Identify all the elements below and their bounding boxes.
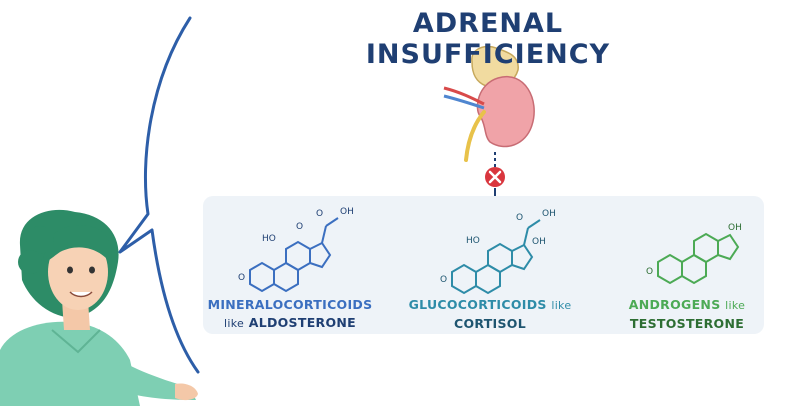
speech-bubble xyxy=(118,16,200,374)
aldosterone-oh-label: OH xyxy=(340,207,354,217)
aldosterone-o-label-2: O xyxy=(296,222,303,232)
cortisol-structure xyxy=(451,219,541,295)
presenter-avatar xyxy=(0,209,198,406)
cortisol-ho-label: HO xyxy=(466,236,480,246)
testosterone-name: TESTOSTERONE xyxy=(629,316,745,331)
adrenal-kidney-illustration xyxy=(443,45,535,162)
aldosterone-o-label-3: O xyxy=(316,209,323,219)
aldosterone-structure xyxy=(249,217,339,293)
like-connector: like xyxy=(224,317,245,330)
diagram-title: ADRENAL INSUFFICIENCY xyxy=(365,8,611,70)
cortisol-name: CORTISOL xyxy=(453,316,527,331)
testosterone-o-label: O xyxy=(646,267,653,277)
testosterone-structure xyxy=(657,232,740,285)
androgens-label: ANDROGENS like TESTOSTERONE xyxy=(612,296,762,333)
aldosterone-line: like ALDOSTERONE xyxy=(205,314,375,333)
aldosterone-o-label: O xyxy=(238,273,245,283)
aldosterone-ho-label: HO xyxy=(262,234,276,244)
like-connector: like xyxy=(551,299,572,312)
aldosterone-name: ALDOSTERONE xyxy=(248,315,356,330)
cortisol-oh-label: OH xyxy=(542,209,556,219)
testosterone-oh-label: OH xyxy=(728,223,742,233)
cortisol-o-label: O xyxy=(440,275,447,285)
glucocorticoids-label: GLUCOCORTICOIDS like CORTISOL xyxy=(400,296,580,333)
like-connector: like xyxy=(725,299,746,312)
cortisol-oh-label-2: OH xyxy=(532,237,546,247)
androgens-line: ANDROGENS like xyxy=(612,296,762,315)
glucocorticoids-group: GLUCOCORTICOIDS xyxy=(408,297,547,312)
hormone-panel xyxy=(203,196,764,334)
mineralocorticoids-group: MINERALOCORTICOIDS xyxy=(207,297,373,312)
glucocorticoids-line: GLUCOCORTICOIDS like xyxy=(400,296,580,315)
androgens-group: ANDROGENS xyxy=(628,297,721,312)
cortisol-o-label-2: O xyxy=(516,213,523,223)
mineralocorticoids-label: MINERALOCORTICOIDS like ALDOSTERONE xyxy=(205,296,375,333)
blocked-x-icon xyxy=(485,167,505,187)
